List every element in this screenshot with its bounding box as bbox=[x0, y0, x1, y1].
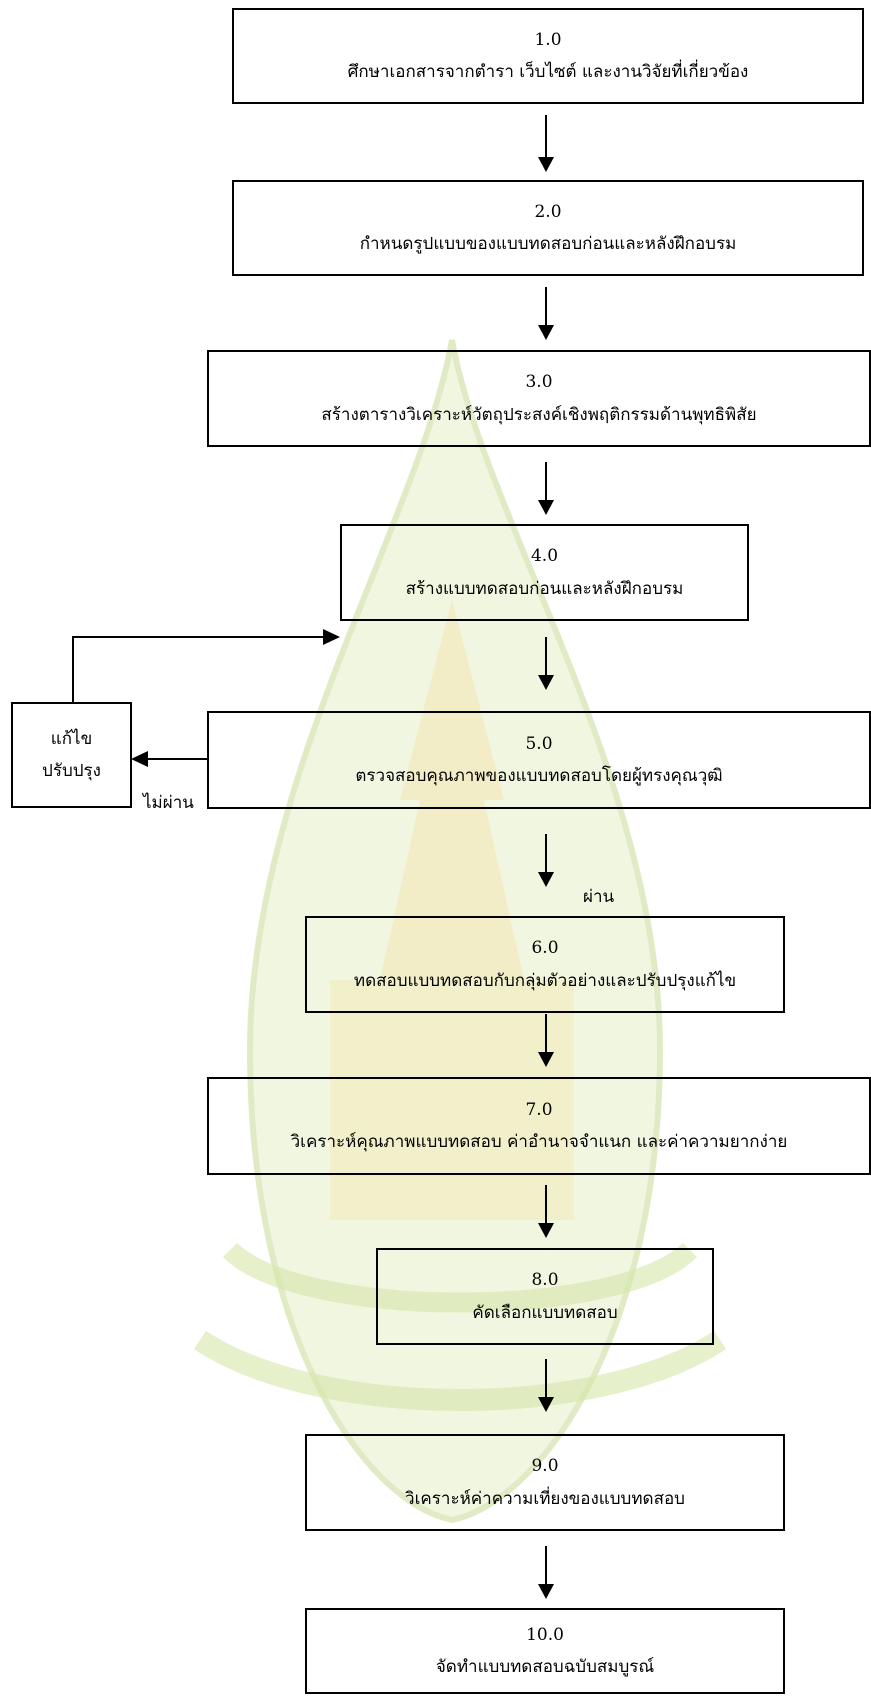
step-box-2: 2.0 กำหนดรูปแบบของแบบทดสอบก่อนและหลังฝึก… bbox=[232, 180, 864, 276]
step-label: สร้างตารางวิเคราะห์วัตถุประสงค์เชิงพฤติก… bbox=[321, 404, 757, 425]
step-label: สร้างแบบทดสอบก่อนและหลังฝึกอบรม bbox=[405, 578, 684, 599]
step-box-3: 3.0 สร้างตารางวิเคราะห์วัตถุประสงค์เชิงพ… bbox=[207, 350, 871, 447]
arrow-1-to-2 bbox=[538, 115, 554, 172]
step-label: ตรวจสอบคุณภาพของแบบทดสอบโดยผู้ทรงคุณวุฒิ bbox=[355, 766, 723, 786]
arrow-7-to-8 bbox=[538, 1185, 554, 1238]
step-number: 5.0 bbox=[525, 733, 553, 754]
revise-line-1: แก้ไข bbox=[50, 728, 93, 749]
step-box-9: 9.0 วิเคราะห์ค่าความเที่ยงของแบบทดสอบ bbox=[305, 1434, 785, 1531]
arrow-9-to-10 bbox=[538, 1546, 554, 1599]
arrow-3-to-4 bbox=[538, 462, 554, 515]
fail-label: ไม่ผ่าน bbox=[143, 793, 194, 813]
step-number: 3.0 bbox=[525, 372, 553, 393]
step-number: 7.0 bbox=[525, 1099, 553, 1120]
step-box-5: 5.0 ตรวจสอบคุณภาพของแบบทดสอบโดยผู้ทรงคุณ… bbox=[207, 711, 871, 809]
revise-box: แก้ไข ปรับปรุง bbox=[11, 702, 132, 808]
step-label: ทดสอบแบบทดสอบกับกลุ่มตัวอย่างและปรับปรุง… bbox=[353, 970, 737, 991]
step-label: ศึกษาเอกสารจากตำรา เว็บไซต์ และงานวิจัยท… bbox=[347, 62, 749, 82]
step-box-1: 1.0 ศึกษาเอกสารจากตำรา เว็บไซต์ และงานวิ… bbox=[232, 8, 864, 104]
arrow-6-to-7 bbox=[538, 1014, 554, 1067]
step-box-4: 4.0 สร้างแบบทดสอบก่อนและหลังฝึกอบรม bbox=[340, 524, 749, 621]
step-number: 4.0 bbox=[530, 546, 559, 567]
step-label: กำหนดรูปแบบของแบบทดสอบก่อนและหลังฝึกอบรม bbox=[359, 234, 737, 254]
step-number: 9.0 bbox=[531, 1456, 559, 1477]
step-number: 6.0 bbox=[531, 938, 559, 959]
step-number: 10.0 bbox=[526, 1624, 564, 1645]
arrow-8-to-9 bbox=[538, 1359, 554, 1412]
step-label: คัดเลือกแบบทดสอบ bbox=[472, 1302, 618, 1323]
arrow-5-to-revise bbox=[131, 751, 207, 767]
arrow-2-to-3 bbox=[538, 287, 554, 340]
step-box-6: 6.0 ทดสอบแบบทดสอบกับกลุ่มตัวอย่างและปรับ… bbox=[305, 916, 785, 1013]
step-label: วิเคราะห์ค่าความเที่ยงของแบบทดสอบ bbox=[405, 1488, 685, 1509]
step-label: วิเคราะห์คุณภาพแบบทดสอบ ค่าอำนาจจำแนก แล… bbox=[290, 1132, 788, 1152]
arrow-4-to-5 bbox=[538, 637, 554, 690]
step-box-8: 8.0 คัดเลือกแบบทดสอบ bbox=[376, 1248, 714, 1345]
step-number: 8.0 bbox=[531, 1270, 559, 1291]
arrow-revise-to-4 bbox=[72, 629, 340, 702]
revise-line-2: ปรับปรุง bbox=[42, 761, 101, 781]
step-number: 1.0 bbox=[534, 29, 562, 50]
step-box-7: 7.0 วิเคราะห์คุณภาพแบบทดสอบ ค่าอำนาจจำแน… bbox=[207, 1077, 871, 1175]
step-number: 2.0 bbox=[534, 201, 562, 222]
step-box-10: 10.0 จัดทำแบบทดสอบฉบับสมบูรณ์ bbox=[305, 1608, 785, 1694]
pass-label: ผ่าน bbox=[583, 887, 615, 907]
arrow-5-to-6 bbox=[538, 834, 554, 887]
step-label: จัดทำแบบทดสอบฉบับสมบูรณ์ bbox=[435, 1657, 655, 1677]
